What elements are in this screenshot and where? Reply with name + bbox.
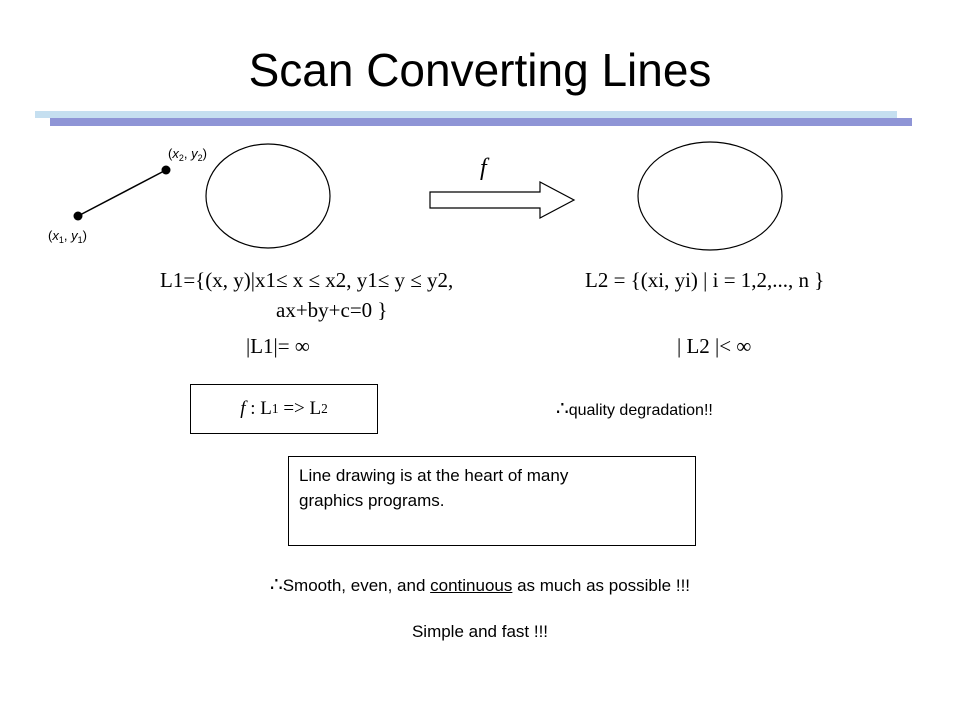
smooth-note: ∴Smooth, even, and continuous as much as…: [0, 572, 960, 596]
mapping-symbol: f: [480, 155, 487, 181]
smooth-text-underlined: continuous: [430, 576, 513, 595]
slide-title: Scan Converting Lines: [248, 44, 712, 96]
mapping-function: f: [240, 398, 246, 419]
set-l1-definition-line1: L1={(x, y)|x1≤ x ≤ x2, y1≤ y ≤ y2,: [160, 268, 454, 292]
point-label-2: (x2, y2): [168, 146, 207, 163]
therefore-symbol: ∴: [556, 396, 569, 420]
point-label-1: (x1, y1): [48, 228, 87, 245]
mapping-from-sub: 1: [271, 401, 279, 416]
range-ellipse: [637, 141, 783, 251]
set-l2-cardinality: | L2 |< ∞: [677, 334, 752, 358]
info-box: Line drawing is at the heart of many gra…: [288, 456, 696, 546]
mapping-from: L: [260, 398, 272, 419]
mapping-arrow-text: =>: [278, 398, 310, 419]
mapping-arrow: [429, 181, 576, 219]
quality-text: quality degradation!!: [568, 402, 713, 419]
smooth-text-before: Smooth, even, and: [282, 576, 431, 595]
set-l2-definition: L2 = {(xi, yi) | i = 1,2,..., n }: [585, 268, 825, 292]
smooth-text-after: as much as possible !!!: [512, 576, 691, 595]
quality-note: ∴quality degradation!!: [556, 396, 713, 420]
endpoint-1: [73, 211, 83, 221]
title-underline-light: [35, 111, 897, 118]
endpoint-2: [161, 165, 171, 175]
therefore-symbol-2: ∴: [269, 572, 283, 596]
simple-note: Simple and fast !!!: [411, 622, 549, 641]
title-underline-dark: [50, 118, 912, 126]
mapping-to-sub: 2: [321, 401, 328, 416]
info-line-1: Line drawing is at the heart of many: [299, 466, 569, 485]
set-l1-definition-line2: ax+by+c=0 }: [276, 298, 388, 322]
info-line-2: graphics programs.: [299, 491, 445, 510]
mapping-to: L: [309, 398, 322, 419]
set-l1-cardinality: |L1|= ∞: [246, 334, 310, 358]
line-segment: [77, 169, 167, 217]
domain-ellipse: [205, 143, 331, 249]
